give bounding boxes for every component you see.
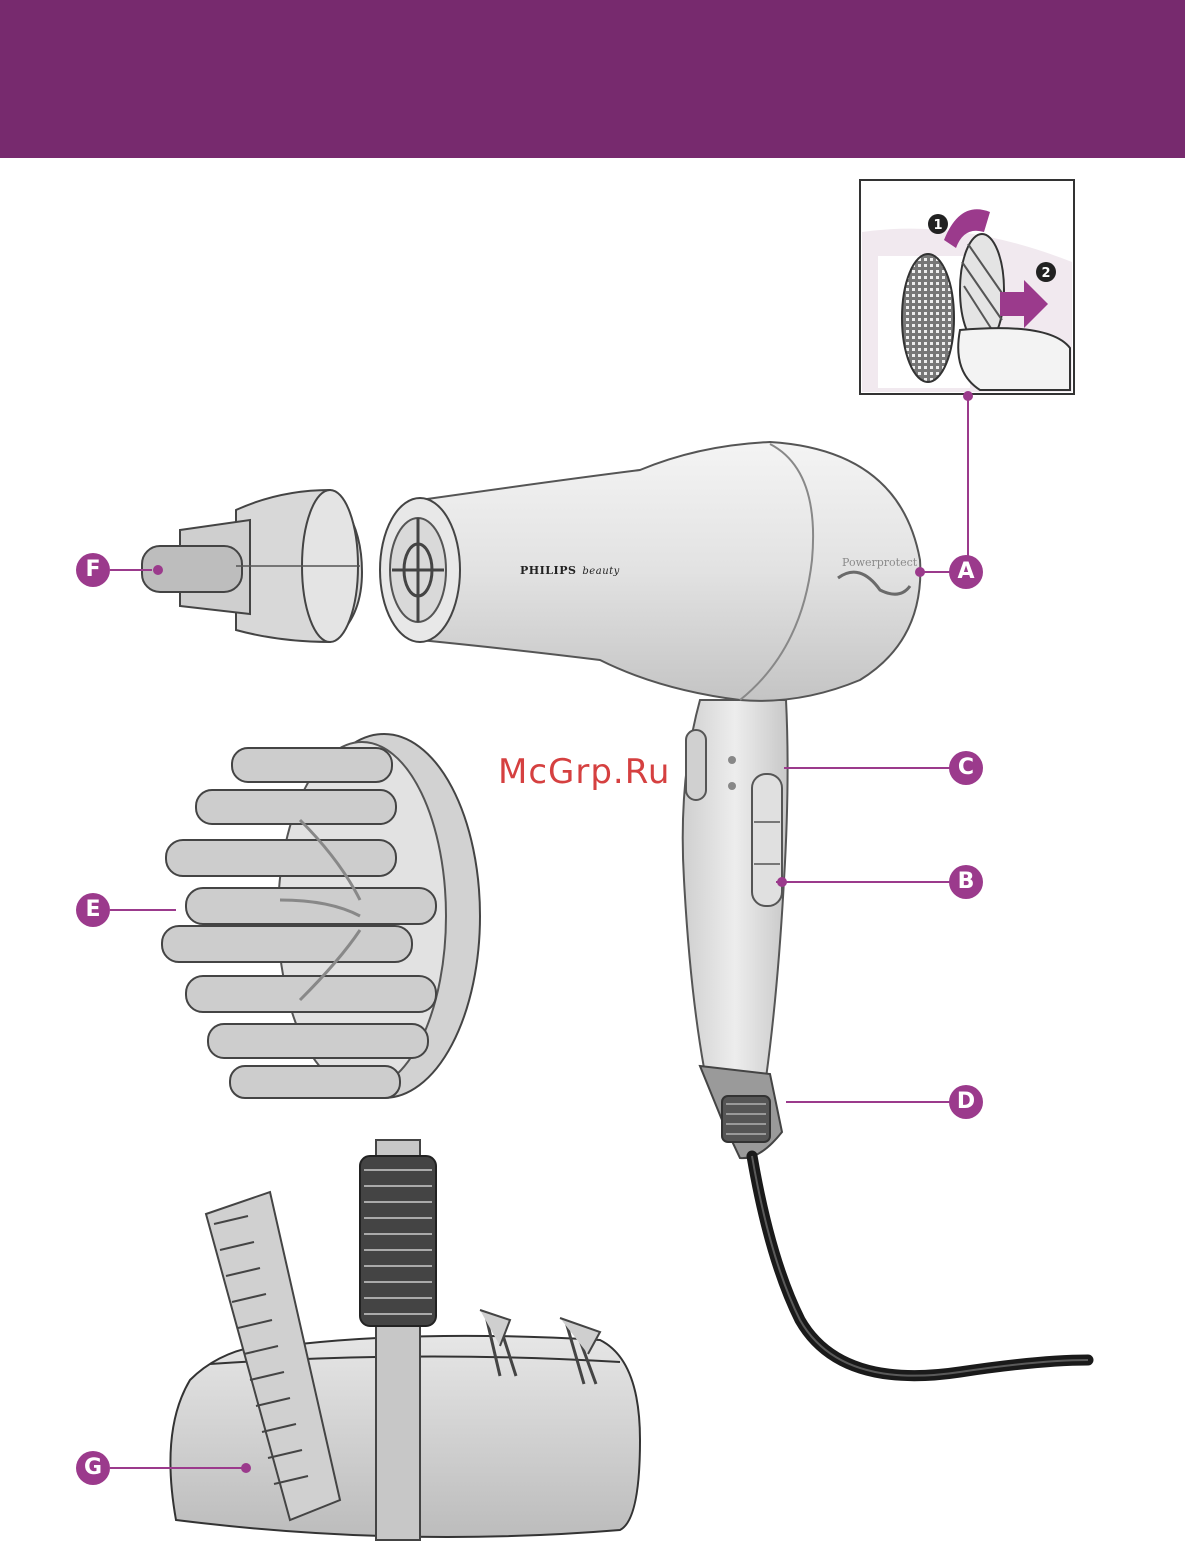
callout-g: G [76, 1451, 110, 1485]
brand-name: PHILIPS [520, 564, 576, 577]
callout-d: D [949, 1085, 983, 1119]
callout-a: A [949, 555, 983, 589]
watermark: McGrp.Ru [498, 752, 670, 792]
callout-f: F [76, 553, 110, 587]
inset-step-1: 1 [933, 218, 942, 233]
brand-sub: beauty [582, 566, 619, 577]
callout-e: E [76, 893, 110, 927]
diffuser [162, 734, 480, 1098]
storage-pouch [170, 1140, 640, 1540]
hair-dryer [380, 442, 1088, 1376]
callout-c: C [949, 751, 983, 785]
concentrator-nozzle [142, 490, 362, 642]
callout-b: B [949, 865, 983, 899]
inset-step-2: 2 [1041, 266, 1050, 281]
filter-removal-inset [860, 180, 1074, 394]
product-brand: PHILIPS beauty [520, 564, 620, 577]
model-label: Powerprotect [842, 556, 917, 569]
